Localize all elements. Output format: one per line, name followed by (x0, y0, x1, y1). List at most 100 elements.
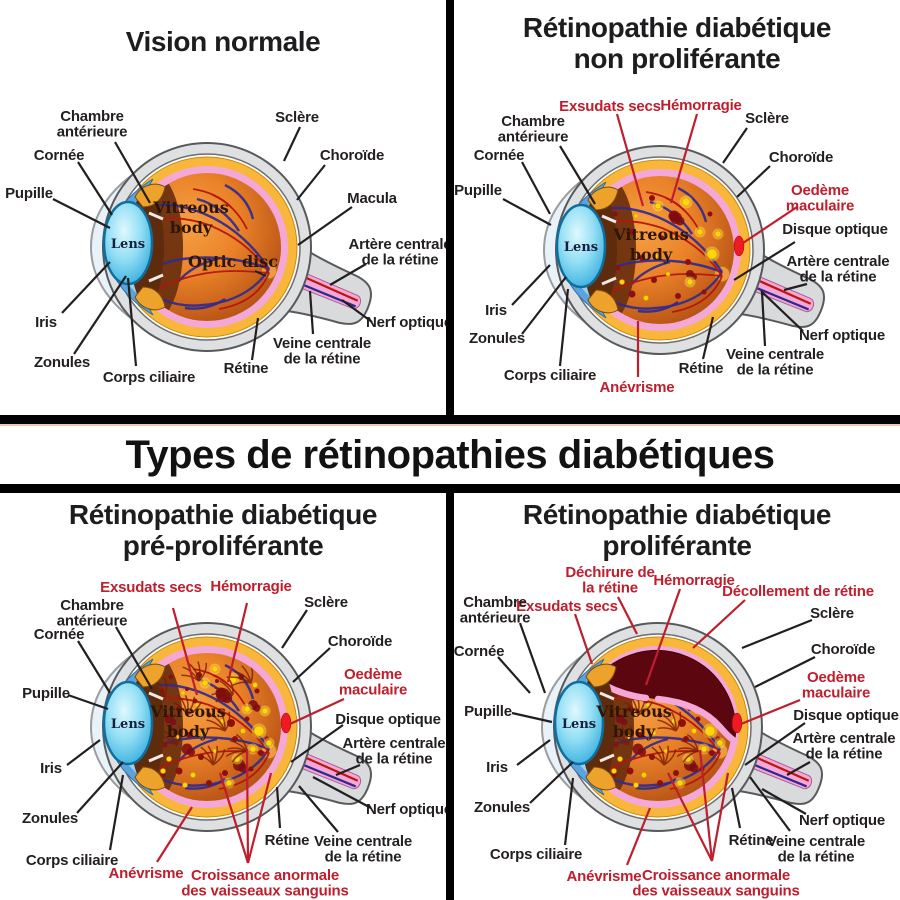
leader-line (563, 777, 575, 846)
leader-line (516, 739, 551, 766)
leader-line (625, 807, 652, 866)
leader-line (573, 613, 594, 665)
leader-line (760, 290, 804, 332)
label-exsudats-secs: Exsudats secs (559, 98, 661, 115)
leader-line (52, 198, 111, 229)
macular-edema-icon (731, 712, 743, 734)
leader-line (77, 640, 111, 694)
leader-line (558, 288, 570, 367)
label-nerf-optique: Nerf optique (366, 314, 452, 331)
banner-accent-line (0, 424, 900, 426)
leader-line (722, 127, 748, 164)
leader-line (518, 622, 547, 694)
leader-line (783, 282, 808, 292)
anterior-segment (553, 658, 617, 796)
lens-icon (553, 680, 605, 766)
label-disque-optique: Disque optique (793, 707, 899, 724)
anterior-segment (555, 181, 619, 319)
ciliary-body-upper-icon (585, 663, 617, 688)
zonules-icon (148, 691, 164, 763)
vertical-divider-bottom (446, 493, 454, 900)
zonules-icon (148, 211, 164, 283)
label-macula: Macula (347, 190, 398, 207)
leader-line (73, 275, 127, 355)
leader-line (108, 774, 125, 851)
leader-line (511, 711, 553, 724)
leader-line (115, 626, 153, 690)
label-sclere: Sclère (275, 109, 319, 126)
label-retine: Rétine (224, 360, 269, 377)
leader-line (298, 785, 339, 833)
leader-lines (66, 602, 372, 864)
label-disque-optique: Disque optique (335, 711, 441, 728)
leader-line (67, 693, 109, 711)
leader-line (644, 588, 682, 686)
leader-line (669, 113, 699, 204)
leader-line (341, 299, 373, 323)
leader-line (292, 647, 331, 683)
label-retine: Rétine (679, 360, 724, 377)
optic-disc-label: Optic disc (188, 252, 278, 271)
banner-bottom-bar (0, 484, 900, 493)
label-sclere: Sclère (745, 110, 789, 127)
leader-line (156, 806, 193, 863)
leader-line (290, 724, 344, 763)
leader-line (296, 164, 326, 201)
label-iris: Iris (35, 314, 57, 331)
label-pupille: Pupille (454, 182, 502, 199)
leader-line (741, 618, 813, 650)
leader-line (511, 264, 551, 306)
retinal-veins (146, 183, 271, 310)
label-nerf-optique: Nerf optique (366, 801, 452, 818)
leader-line (521, 276, 567, 335)
label-retine: Rétine (729, 832, 774, 849)
label-choroide: Choroïde (811, 641, 875, 658)
ciliary-body-lower-icon (134, 766, 166, 791)
label-anevrisme: Anévrisme (567, 868, 642, 885)
leader-line (698, 749, 714, 862)
leader-line (730, 787, 742, 829)
label-retine: Rétine (265, 832, 310, 849)
leader-line (615, 113, 645, 207)
leader-line (66, 739, 101, 766)
leader-line (329, 263, 367, 286)
leader-line (736, 165, 771, 198)
leader-line (667, 772, 713, 862)
leader-line (254, 270, 267, 277)
label-corps-ciliaire: Corps ciliaire (490, 846, 582, 863)
leader-line (77, 161, 113, 216)
leader-line (283, 126, 301, 162)
ciliary-body-upper-icon (587, 186, 619, 211)
leader-line (226, 602, 249, 683)
leader-line (76, 761, 124, 814)
leader-line (559, 145, 596, 205)
ciliary-body-lower-icon (134, 286, 166, 311)
leader-line (744, 722, 806, 766)
label-disque-optique: Disque optique (782, 221, 888, 238)
label-choroide: Choroïde (328, 633, 392, 650)
zonules-icon (601, 214, 617, 286)
leader-line (529, 761, 574, 804)
label-corps-ciliaire: Corps ciliaire (504, 367, 596, 384)
leader-lines (502, 113, 808, 377)
